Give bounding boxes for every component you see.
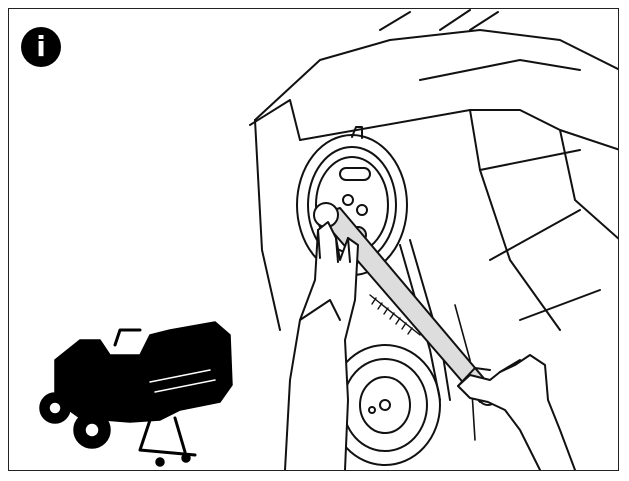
left-hand [285, 222, 358, 470]
info-glyph: i [21, 27, 61, 67]
info-icon: i [21, 27, 61, 67]
tractor-mower-icon [40, 322, 232, 466]
